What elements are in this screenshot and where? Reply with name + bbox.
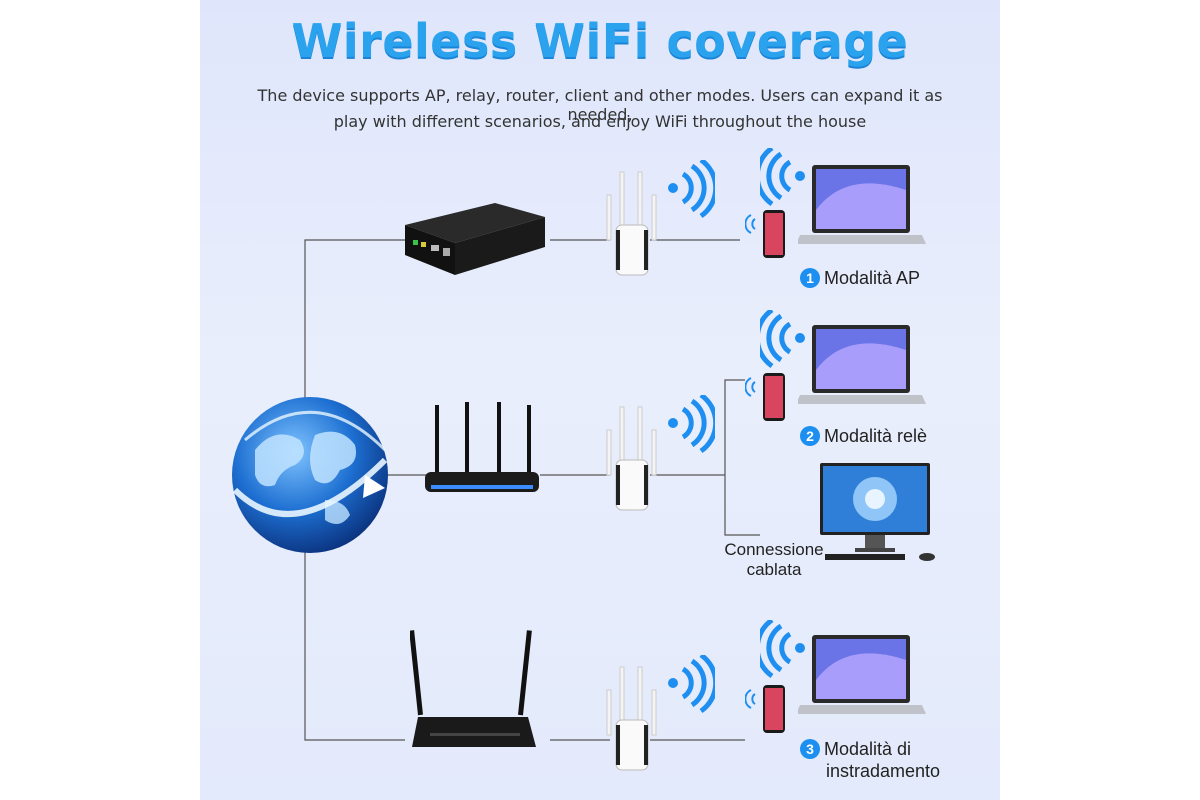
wifi-signal-icon	[668, 395, 715, 454]
mode-3-text-line-1: Modalità di	[824, 739, 912, 759]
laptop-icon	[798, 165, 926, 244]
desktop-monitor-icon	[820, 463, 935, 561]
wired-label-line-2: cablata	[746, 560, 802, 579]
wired-label-line-1: Connessione	[724, 540, 824, 559]
subtitle-line-1: The device supports AP, relay, router, c…	[257, 86, 943, 124]
subtitle-line-2: play with different scenarios, and enjoy…	[333, 112, 867, 131]
globe-icon	[232, 397, 388, 553]
wifi-repeater-1-icon	[606, 171, 657, 276]
infographic-canvas: Wireless WiFi coverage The device suppor…	[200, 0, 1000, 800]
tv-box-icon	[405, 203, 545, 275]
wifi-signal-icon	[760, 310, 805, 369]
smartphone-icon	[745, 685, 785, 733]
wifi-signal-icon	[668, 655, 715, 714]
wifi-repeater-3-icon	[606, 666, 657, 771]
wired-connection-label: Connessione cablata	[714, 540, 834, 580]
laptop-icon	[798, 635, 926, 714]
page-title: Wireless WiFi coverage	[291, 14, 909, 68]
mode-1-text: Modalità AP	[824, 268, 921, 288]
mode-3-number-badge: 3	[800, 739, 820, 759]
mode-1-number-badge: 1	[800, 268, 820, 288]
smartphone-icon	[745, 373, 785, 421]
wifi-signal-icon	[668, 160, 715, 219]
wifi-repeater-2-icon	[606, 406, 657, 511]
laptop-icon	[798, 325, 926, 404]
wifi-signal-icon	[760, 148, 805, 207]
mode-2-text: Modalità relè	[824, 426, 928, 446]
wifi-signal-icon	[760, 620, 805, 679]
mode-2-number-badge: 2	[800, 426, 820, 446]
smartphone-icon	[745, 210, 785, 258]
router-2-antenna-icon	[410, 630, 536, 747]
mode-3-text-line-2: instradamento	[826, 761, 941, 781]
router-4-antenna-icon	[425, 402, 539, 492]
